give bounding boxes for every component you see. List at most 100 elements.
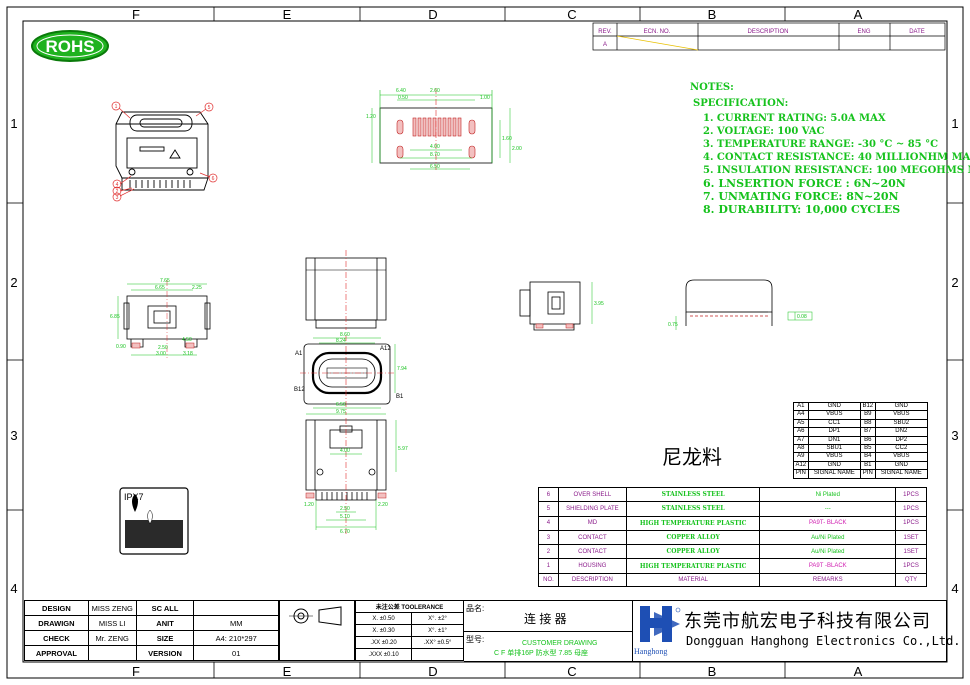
bom-material: STAINLESS STEEL (625, 486, 761, 503)
zone-top-e: E (283, 7, 292, 22)
pin-id: A8 (793, 444, 809, 454)
model-cn: C F 单排16P 防水型 7.85 母座 (494, 650, 589, 657)
dim-bottom-4-00: 4.00 (340, 448, 350, 454)
zone-top-f: F (132, 7, 140, 22)
tol-angular-1: X°. ±2° (411, 612, 464, 625)
note-8: 8. DURABILITY: 10,000 CYCLES (703, 203, 900, 216)
company-logo-icon (640, 606, 681, 642)
pin-signal: DP2 (874, 435, 929, 446)
logo-text: Hanghong (634, 647, 668, 656)
dim-bottom-6-70: 6.70 (340, 529, 350, 535)
pin-header-cell: SIGNAL NAME (807, 469, 861, 479)
pin-signal: DP1 (807, 427, 861, 437)
flatness-value: 0.08 (797, 314, 807, 320)
front-elevation-view: 0.08 0.75 (668, 279, 813, 330)
zone-bottom-b: B (708, 664, 717, 679)
note-7: 7. UNMATING FORCE: 8N~20N (703, 190, 899, 203)
dim-side-3-18: 3.18 (183, 351, 193, 357)
dim-top-1-00: 1.00 (480, 95, 490, 101)
dim-top-1-20: 1.20 (366, 114, 376, 120)
bom-qty: 1PCS (895, 486, 927, 503)
bom-header-cell: QTY (895, 572, 927, 587)
zone-right-2: 2 (951, 275, 958, 290)
pin-signal: CC2 (874, 444, 929, 454)
dim-bottom-5-97: 5.97 (398, 446, 408, 452)
bom-header-cell: REMARKS (759, 572, 897, 587)
projection-symbol (279, 600, 355, 661)
tol-linear-1: X. ±0.50 (354, 612, 413, 625)
note-1: 1. CURRENT RATING: 5.0A MAX (703, 113, 886, 124)
pin-signal: SBU2 (874, 418, 929, 429)
bom-no: 3 (538, 529, 559, 546)
date-header: DATE (909, 29, 925, 35)
bom-no: 2 (538, 544, 559, 560)
size-value: A4: 210*297 (193, 630, 279, 646)
bom-qty: 1PCS (895, 515, 927, 531)
bom-no: 6 (538, 486, 559, 503)
dim-side-6-85: 6.85 (110, 314, 120, 320)
pin-signal: GND (807, 401, 861, 412)
ipx7-label: IPX7 (124, 492, 144, 502)
note-5: 5. INSULATION RESISTANCE: 100 MEGOHMS MI… (703, 165, 970, 176)
zone-top-c: C (567, 7, 576, 22)
zone-bottom-a: A (854, 664, 863, 679)
isometric-leaders (111, 101, 218, 202)
drawing-value: MISS LI (87, 615, 137, 631)
pin-signal: CC1 (807, 418, 861, 429)
pin-id: B6 (859, 435, 876, 446)
part-name-label: 品名: (466, 604, 485, 613)
zone-top-b: B (708, 7, 717, 22)
dim-top-6-50: 6.50 (430, 164, 440, 170)
pin-signal: GND (807, 460, 861, 471)
bom-qty: 1PCS (895, 501, 927, 517)
check-label: CHECK (24, 630, 89, 646)
version-value: 01 (193, 645, 279, 661)
bom-description: MD (557, 515, 627, 531)
bom-remarks: PA9T -BLACK (759, 558, 897, 574)
dim-top-6-40: 6.40 (396, 88, 406, 94)
bom-no: 1 (538, 558, 559, 574)
unit-value: MM (193, 615, 279, 631)
zone-right-1: 1 (951, 116, 958, 131)
pin-signal: VBUS (874, 410, 929, 420)
company-name-cn: 东莞市航宏电子科技有限公司 (684, 611, 931, 632)
dim-top-1-60: 1.60 (502, 136, 512, 142)
bom-material: HIGH TEMPERATURE PLASTIC (625, 515, 761, 531)
pin-header-cell: PIN (793, 469, 809, 479)
dim-front-6-50: 6.50 (336, 402, 346, 408)
balloon-4: 4 (116, 182, 119, 188)
bom-header-cell: NO. (538, 572, 559, 587)
zone-bottom-e: E (283, 664, 292, 679)
dim-bottom-2-50: 2.50 (340, 506, 350, 512)
bom-remarks: Au/Ni Plated (759, 544, 897, 560)
pin-header-cell: PIN (859, 469, 876, 479)
bom-header-cell: MATERIAL (625, 572, 761, 587)
pin-id: B7 (859, 427, 876, 437)
dim-side-2-50: 2.50 (158, 345, 168, 351)
pin-id: A7 (793, 435, 809, 446)
tol-linear-2: X. ±0.30 (354, 624, 413, 637)
zone-top-a: A (854, 7, 863, 22)
pin-id: B5 (859, 444, 876, 454)
bom-qty: 1SET (895, 529, 927, 546)
dim-front-9-75: 9.75 (336, 409, 346, 415)
pin-signal: GND (874, 401, 929, 412)
bom-no: 5 (538, 501, 559, 517)
version-label: VERSION (135, 645, 195, 661)
dim-top-8-70: 8.70 (430, 152, 440, 158)
bom-remarks: Ni Plated (759, 486, 897, 503)
outer-frame (6, 6, 964, 679)
zone-right-4: 4 (951, 581, 958, 596)
tol-linear-4: .XXX ±0.10 (354, 648, 413, 661)
